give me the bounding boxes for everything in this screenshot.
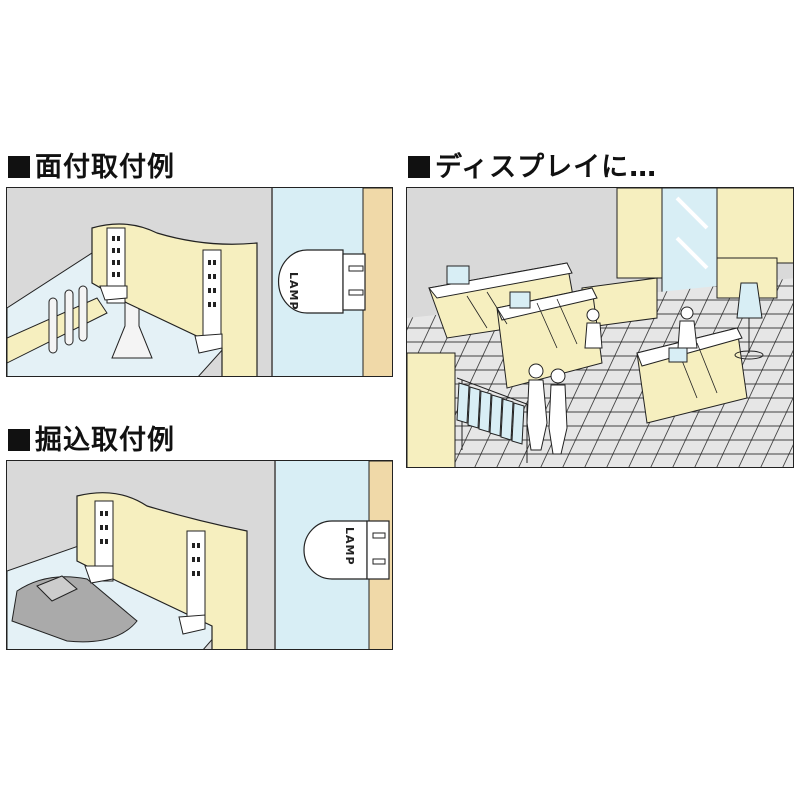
mannequin [734, 282, 764, 360]
clothing-rack [456, 377, 533, 463]
recessed-mount-illustration: LAMP [6, 460, 393, 650]
square-bullet-icon [8, 429, 30, 451]
lamp-detail-shape [303, 520, 368, 580]
recessed-mount-heading-text: 掘込取付例 [35, 425, 175, 456]
test-tubes [48, 285, 88, 354]
folded-shirt [11, 576, 138, 643]
recessed-mount-drawing [7, 461, 392, 649]
shoppers [526, 306, 698, 455]
display-heading-text: ディスプレイに… [435, 152, 658, 183]
lamp-label-surface: LAMP [287, 272, 300, 311]
square-bullet-icon [8, 156, 30, 178]
lamp-detail-shape [277, 249, 344, 314]
surface-mount-illustration: LAMP [6, 187, 393, 377]
lamp-label-recessed: LAMP [343, 527, 356, 566]
square-bullet-icon [408, 156, 430, 178]
recessed-mount-heading: 掘込取付例 [8, 418, 175, 457]
surface-mount-drawing [7, 188, 392, 376]
surface-mount-heading: 面付取付例 [8, 145, 175, 184]
store-scene-drawing [407, 188, 793, 467]
surface-mount-heading-text: 面付取付例 [35, 152, 175, 183]
display-store-illustration [406, 187, 794, 468]
display-heading: ディスプレイに… [408, 145, 657, 184]
